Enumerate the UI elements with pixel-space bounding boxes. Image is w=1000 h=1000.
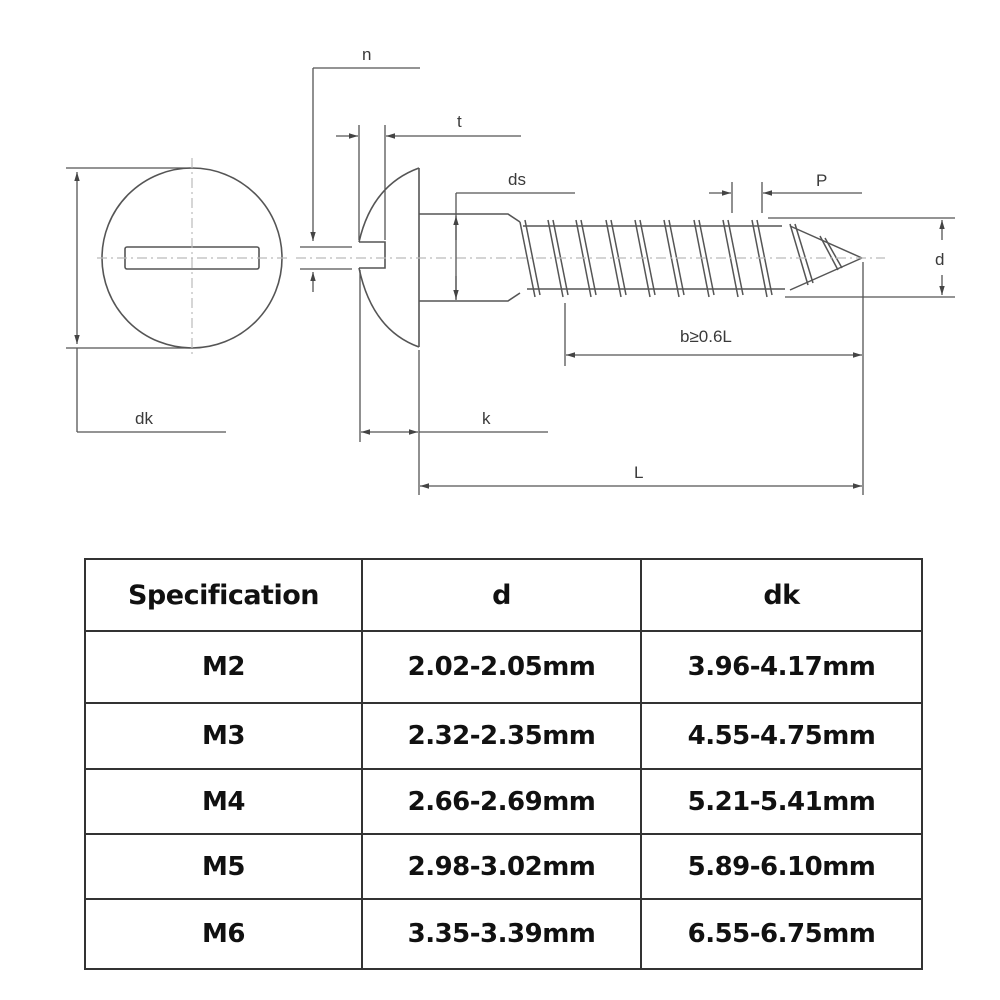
b-dimension <box>564 262 864 495</box>
cell-spec: M6 <box>84 898 363 970</box>
table-header-row: Specification d dk <box>84 558 923 632</box>
cell-dk: 5.89-6.10mm <box>640 833 923 900</box>
specification-table: Specification d dk M2 2.02-2.05mm 3.96-4… <box>84 558 923 970</box>
k-dimension <box>359 270 548 495</box>
l-label: L <box>634 463 643 482</box>
cell-d: 3.35-3.39mm <box>361 898 642 970</box>
p-dimension <box>709 182 862 213</box>
cell-d: 2.02-2.05mm <box>361 630 642 704</box>
t-label: t <box>457 112 462 131</box>
cell-dk: 6.55-6.75mm <box>640 898 923 970</box>
table-row: M5 2.98-3.02mm 5.89-6.10mm <box>84 833 923 900</box>
cell-spec: M4 <box>84 768 363 835</box>
table-row: M4 2.66-2.69mm 5.21-5.41mm <box>84 768 923 835</box>
cell-d: 2.98-3.02mm <box>361 833 642 900</box>
table-row: M6 3.35-3.39mm 6.55-6.75mm <box>84 898 923 970</box>
header-specification: Specification <box>84 558 363 632</box>
d-dimension <box>768 217 955 298</box>
k-label: k <box>482 409 491 428</box>
cell-dk: 5.21-5.41mm <box>640 768 923 835</box>
head-top-view <box>97 158 288 358</box>
ds-label: ds <box>508 170 526 189</box>
cell-d: 2.32-2.35mm <box>361 702 642 770</box>
b-label: b≥0.6L <box>680 327 732 346</box>
t-dimension <box>336 125 521 240</box>
cell-spec: M5 <box>84 833 363 900</box>
p-label: P <box>816 171 827 190</box>
header-dk: dk <box>640 558 923 632</box>
dk-label: dk <box>135 409 153 428</box>
header-d: d <box>361 558 642 632</box>
ds-dimension <box>453 192 575 300</box>
n-dimension <box>300 67 420 292</box>
cell-d: 2.66-2.69mm <box>361 768 642 835</box>
screw-threads <box>519 219 863 298</box>
d-label: d <box>935 250 944 269</box>
cell-spec: M3 <box>84 702 363 770</box>
n-label: n <box>362 45 371 64</box>
cell-dk: 3.96-4.17mm <box>640 630 923 704</box>
screw-shank <box>419 213 521 302</box>
screw-technical-drawing: dk <box>66 45 955 495</box>
cell-spec: M2 <box>84 630 363 704</box>
table-row: M2 2.02-2.05mm 3.96-4.17mm <box>84 630 923 704</box>
cell-dk: 4.55-4.75mm <box>640 702 923 770</box>
table-row: M3 2.32-2.35mm 4.55-4.75mm <box>84 702 923 770</box>
dk-dimension <box>66 167 226 433</box>
